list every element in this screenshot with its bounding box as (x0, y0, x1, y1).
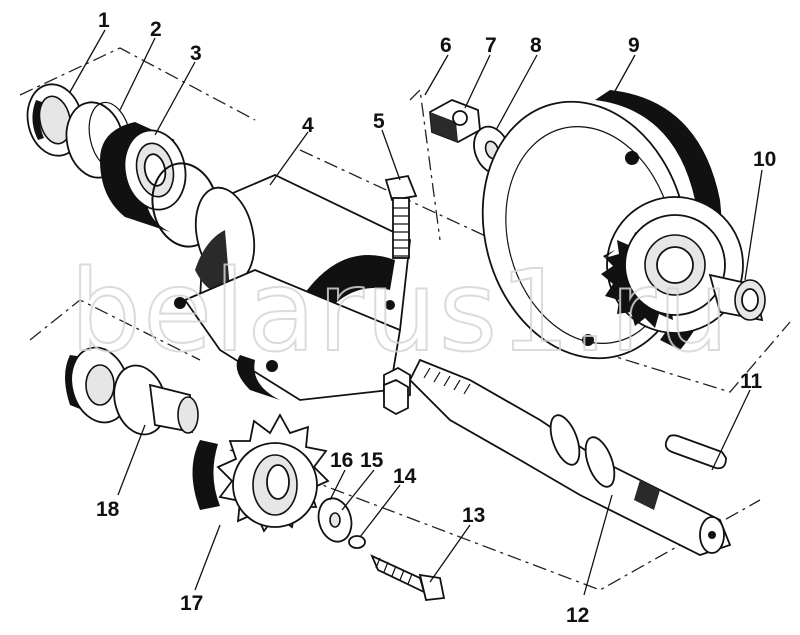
part-14-washer (348, 535, 366, 549)
callout-16: 16 (330, 449, 353, 472)
callout-6: 6 (440, 34, 452, 57)
callout-9: 9 (628, 34, 640, 57)
part-7-nut (429, 99, 481, 143)
callout-15: 15 (360, 449, 384, 472)
part-9-drum (481, 90, 744, 360)
leader-lines (69, 29, 763, 596)
part-11-key (664, 434, 727, 470)
callout-4: 4 (302, 114, 314, 137)
callout-labels: 1 2 3 4 5 6 7 8 9 10 11 12 13 14 15 16 1… (96, 9, 776, 627)
part-16-nut (383, 366, 411, 416)
callout-12: 12 (566, 604, 589, 627)
callout-2: 2 (150, 18, 162, 41)
callout-7: 7 (485, 34, 497, 57)
callout-14: 14 (393, 465, 417, 488)
callout-8: 8 (530, 34, 542, 57)
callout-10: 10 (753, 148, 776, 171)
part-15-washer (317, 497, 353, 543)
callout-13: 13 (462, 504, 485, 527)
part-18-bushing (65, 346, 199, 436)
callout-3: 3 (190, 42, 202, 65)
callout-1: 1 (98, 9, 110, 32)
part-4-housing (174, 174, 411, 401)
callout-11: 11 (740, 370, 763, 393)
callout-17: 17 (180, 592, 203, 615)
callout-18: 18 (96, 498, 120, 521)
part-10-bushing (708, 273, 766, 322)
drum-sprocket (601, 196, 744, 334)
callout-5: 5 (373, 110, 385, 133)
part-13-bolt (370, 554, 446, 601)
part-5-bolt (384, 174, 418, 259)
part-17-sprocket (192, 413, 330, 533)
part-12-shaft (408, 358, 732, 556)
part-3-bearing (100, 122, 187, 232)
watermark-text: belarus1.ru (70, 247, 731, 377)
